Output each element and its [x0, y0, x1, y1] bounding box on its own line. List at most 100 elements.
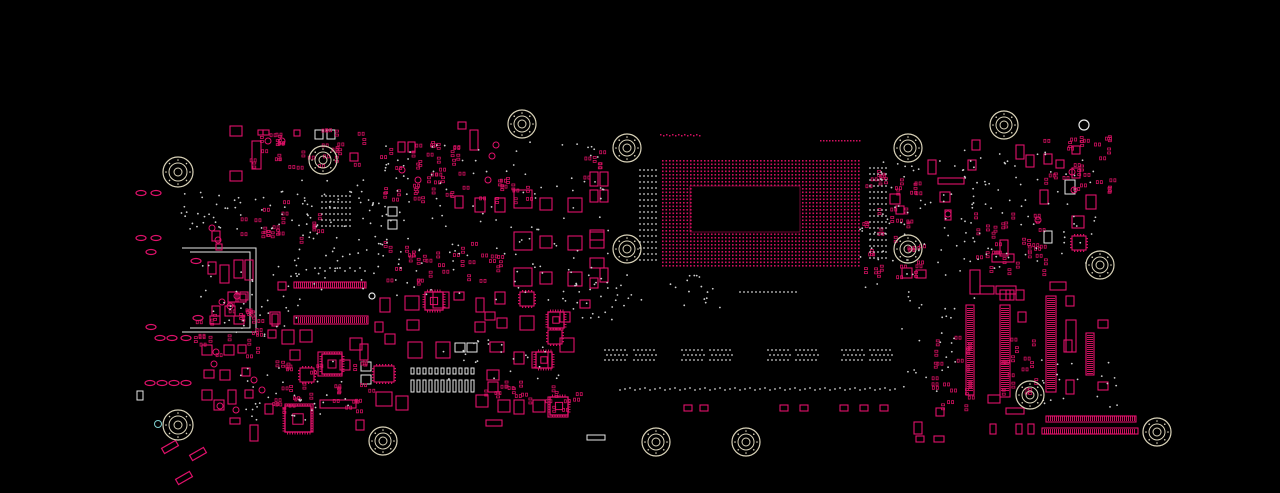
component-body — [1065, 319, 1077, 353]
bga-ball — [826, 219, 829, 222]
pad-icon — [553, 344, 555, 346]
pad-icon — [458, 171, 462, 176]
bga-ball — [679, 265, 682, 267]
via-icon — [693, 274, 696, 277]
pad-icon — [252, 316, 256, 320]
bga-ball — [854, 160, 857, 162]
bga-ball — [665, 261, 668, 264]
bga-ball — [858, 174, 860, 176]
pad-icon — [383, 191, 388, 199]
bga-ball — [746, 247, 748, 250]
bga-ball — [704, 244, 706, 246]
bga-ball — [826, 216, 829, 218]
bga-ball — [669, 135, 671, 137]
component-body — [227, 389, 237, 405]
pad-icon — [1083, 250, 1085, 252]
pad-icon — [1126, 429, 1127, 434]
component-outline — [269, 311, 281, 325]
pad-icon — [545, 321, 548, 323]
pad-icon — [274, 398, 282, 403]
bga-ball — [753, 167, 755, 169]
pad-icon — [554, 394, 556, 397]
bga-ball — [669, 244, 671, 246]
via-icon — [1040, 359, 1043, 362]
pad-icon — [1047, 348, 1055, 349]
bga-ball — [760, 160, 762, 162]
pad-icon — [899, 182, 904, 186]
bga-ball — [749, 233, 752, 236]
via-icon — [869, 257, 871, 259]
bga-ball — [781, 251, 783, 253]
bga-ball — [707, 251, 710, 253]
bga-ball — [795, 247, 797, 250]
pad-icon — [256, 346, 260, 354]
via-icon — [683, 354, 685, 356]
bga-ball — [851, 205, 853, 208]
pad-icon — [906, 221, 911, 225]
bga-ball — [805, 209, 808, 211]
pad-icon — [1007, 268, 1012, 272]
pad-icon — [298, 373, 300, 375]
pad-icon — [967, 368, 973, 369]
via-icon — [911, 273, 914, 276]
bga-ball — [669, 216, 671, 218]
bga-ball — [721, 163, 724, 166]
via-icon — [955, 244, 958, 247]
component-body — [321, 353, 343, 375]
component-outline — [1017, 311, 1027, 323]
bga-ball — [718, 177, 720, 180]
bga-ball — [809, 188, 811, 190]
bga-ball — [672, 170, 675, 173]
pad-icon — [1082, 429, 1083, 434]
bga-ball — [833, 209, 836, 211]
bga-ball — [854, 184, 857, 187]
via-icon — [228, 319, 231, 322]
via-icon — [861, 227, 864, 230]
connector-pin — [416, 367, 421, 375]
via-icon — [651, 253, 653, 255]
test-point-ring — [1078, 119, 1090, 131]
bga-ball — [760, 233, 762, 236]
component-outline — [233, 259, 244, 279]
bga-ball — [693, 181, 696, 183]
bga-ball — [830, 170, 832, 173]
component-body — [339, 359, 351, 371]
pad-icon — [240, 232, 244, 237]
bga-ball — [690, 216, 692, 218]
component-body — [1045, 295, 1057, 393]
component-outline — [1005, 289, 1015, 301]
bga-ball — [777, 167, 780, 169]
hole-via — [737, 448, 740, 451]
bga-ball — [753, 258, 755, 260]
capacitor-pad — [484, 176, 492, 184]
component-outline — [599, 189, 609, 203]
via-icon — [769, 354, 771, 356]
bga-ball — [669, 209, 671, 211]
bga-ball — [837, 233, 839, 236]
bga-ball — [823, 198, 825, 201]
bga-ball — [844, 163, 846, 166]
via-icon — [699, 354, 701, 356]
pad-icon — [278, 141, 282, 145]
pad-icon — [1083, 172, 1091, 177]
bga-ball — [823, 226, 825, 229]
pad-icon — [458, 171, 466, 176]
bga-ball — [798, 160, 801, 162]
via-icon — [345, 219, 347, 221]
bga-ball — [665, 251, 668, 253]
bga-ball — [676, 251, 678, 253]
via-icon — [208, 213, 210, 216]
pad-icon — [598, 162, 603, 170]
capacitor-pad — [250, 376, 258, 384]
pad-icon — [364, 282, 365, 288]
pad-icon — [1047, 346, 1055, 347]
bga-ball — [847, 233, 850, 236]
bga-ball — [823, 160, 825, 162]
pad-icon — [985, 224, 990, 228]
bga-ball — [714, 170, 717, 173]
pad-icon — [525, 392, 528, 397]
component-body — [239, 291, 249, 301]
via-icon — [998, 153, 1001, 155]
